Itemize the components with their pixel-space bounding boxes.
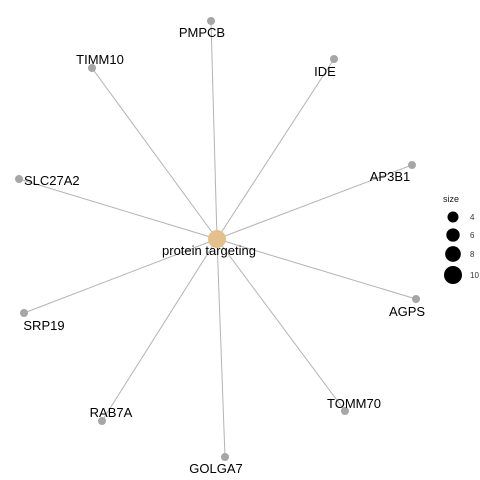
gene-label-rab7a: RAB7A xyxy=(90,405,133,420)
gene-label-timm10: TIMM10 xyxy=(76,52,124,67)
edge-ap3b1 xyxy=(216,164,413,240)
edge-tomm70 xyxy=(216,238,346,412)
legend-dot-10 xyxy=(444,266,462,284)
gene-label-golga7: GOLGA7 xyxy=(189,461,242,476)
legend-title: size xyxy=(443,194,459,204)
edge-rab7a xyxy=(101,238,218,422)
edge-pmpcb xyxy=(210,20,218,240)
edge-timm10 xyxy=(91,67,218,240)
gene-node-ide[interactable] xyxy=(330,55,338,63)
legend-label-4: 4 xyxy=(470,213,475,222)
legend-label-8: 8 xyxy=(470,250,475,259)
nodes-layer xyxy=(15,17,420,461)
gene-node-agps[interactable] xyxy=(412,295,420,303)
gene-node-slc27a2[interactable] xyxy=(15,175,23,183)
gene-node-tomm70[interactable] xyxy=(341,407,349,415)
legend-dot-4 xyxy=(447,211,459,223)
legend-dot-8 xyxy=(445,246,461,262)
edge-ide xyxy=(216,58,335,240)
gene-node-srp19[interactable] xyxy=(20,309,28,317)
edge-agps xyxy=(216,238,417,300)
gene-label-srp19: SRP19 xyxy=(23,318,64,333)
edge-slc27a2 xyxy=(18,178,218,240)
edge-golga7 xyxy=(216,238,226,458)
size-legend: size 4 6 8 10 xyxy=(443,194,479,284)
hub-label: protein targeting xyxy=(162,243,256,258)
gene-label-agps: AGPS xyxy=(389,304,425,319)
gene-label-ap3b1: AP3B1 xyxy=(370,169,410,184)
gene-label-pmpcb: PMPCB xyxy=(179,25,225,40)
legend-label-6: 6 xyxy=(470,231,475,240)
gene-label-tomm70: TOMM70 xyxy=(327,396,381,411)
gene-node-ap3b1[interactable] xyxy=(408,161,416,169)
gene-node-pmpcb[interactable] xyxy=(207,17,215,25)
edge-srp19 xyxy=(23,238,218,314)
edges-layer xyxy=(18,20,417,458)
gene-label-ide: IDE xyxy=(314,64,336,79)
legend-label-10: 10 xyxy=(470,271,479,280)
gene-node-rab7a[interactable] xyxy=(98,417,106,425)
hub-node-protein-targeting[interactable] xyxy=(208,230,226,248)
gene-label-slc27a2: SLC27A2 xyxy=(24,173,80,188)
gene-node-golga7[interactable] xyxy=(221,453,229,461)
gene-node-timm10[interactable] xyxy=(88,64,96,72)
legend-dot-6 xyxy=(446,228,460,242)
